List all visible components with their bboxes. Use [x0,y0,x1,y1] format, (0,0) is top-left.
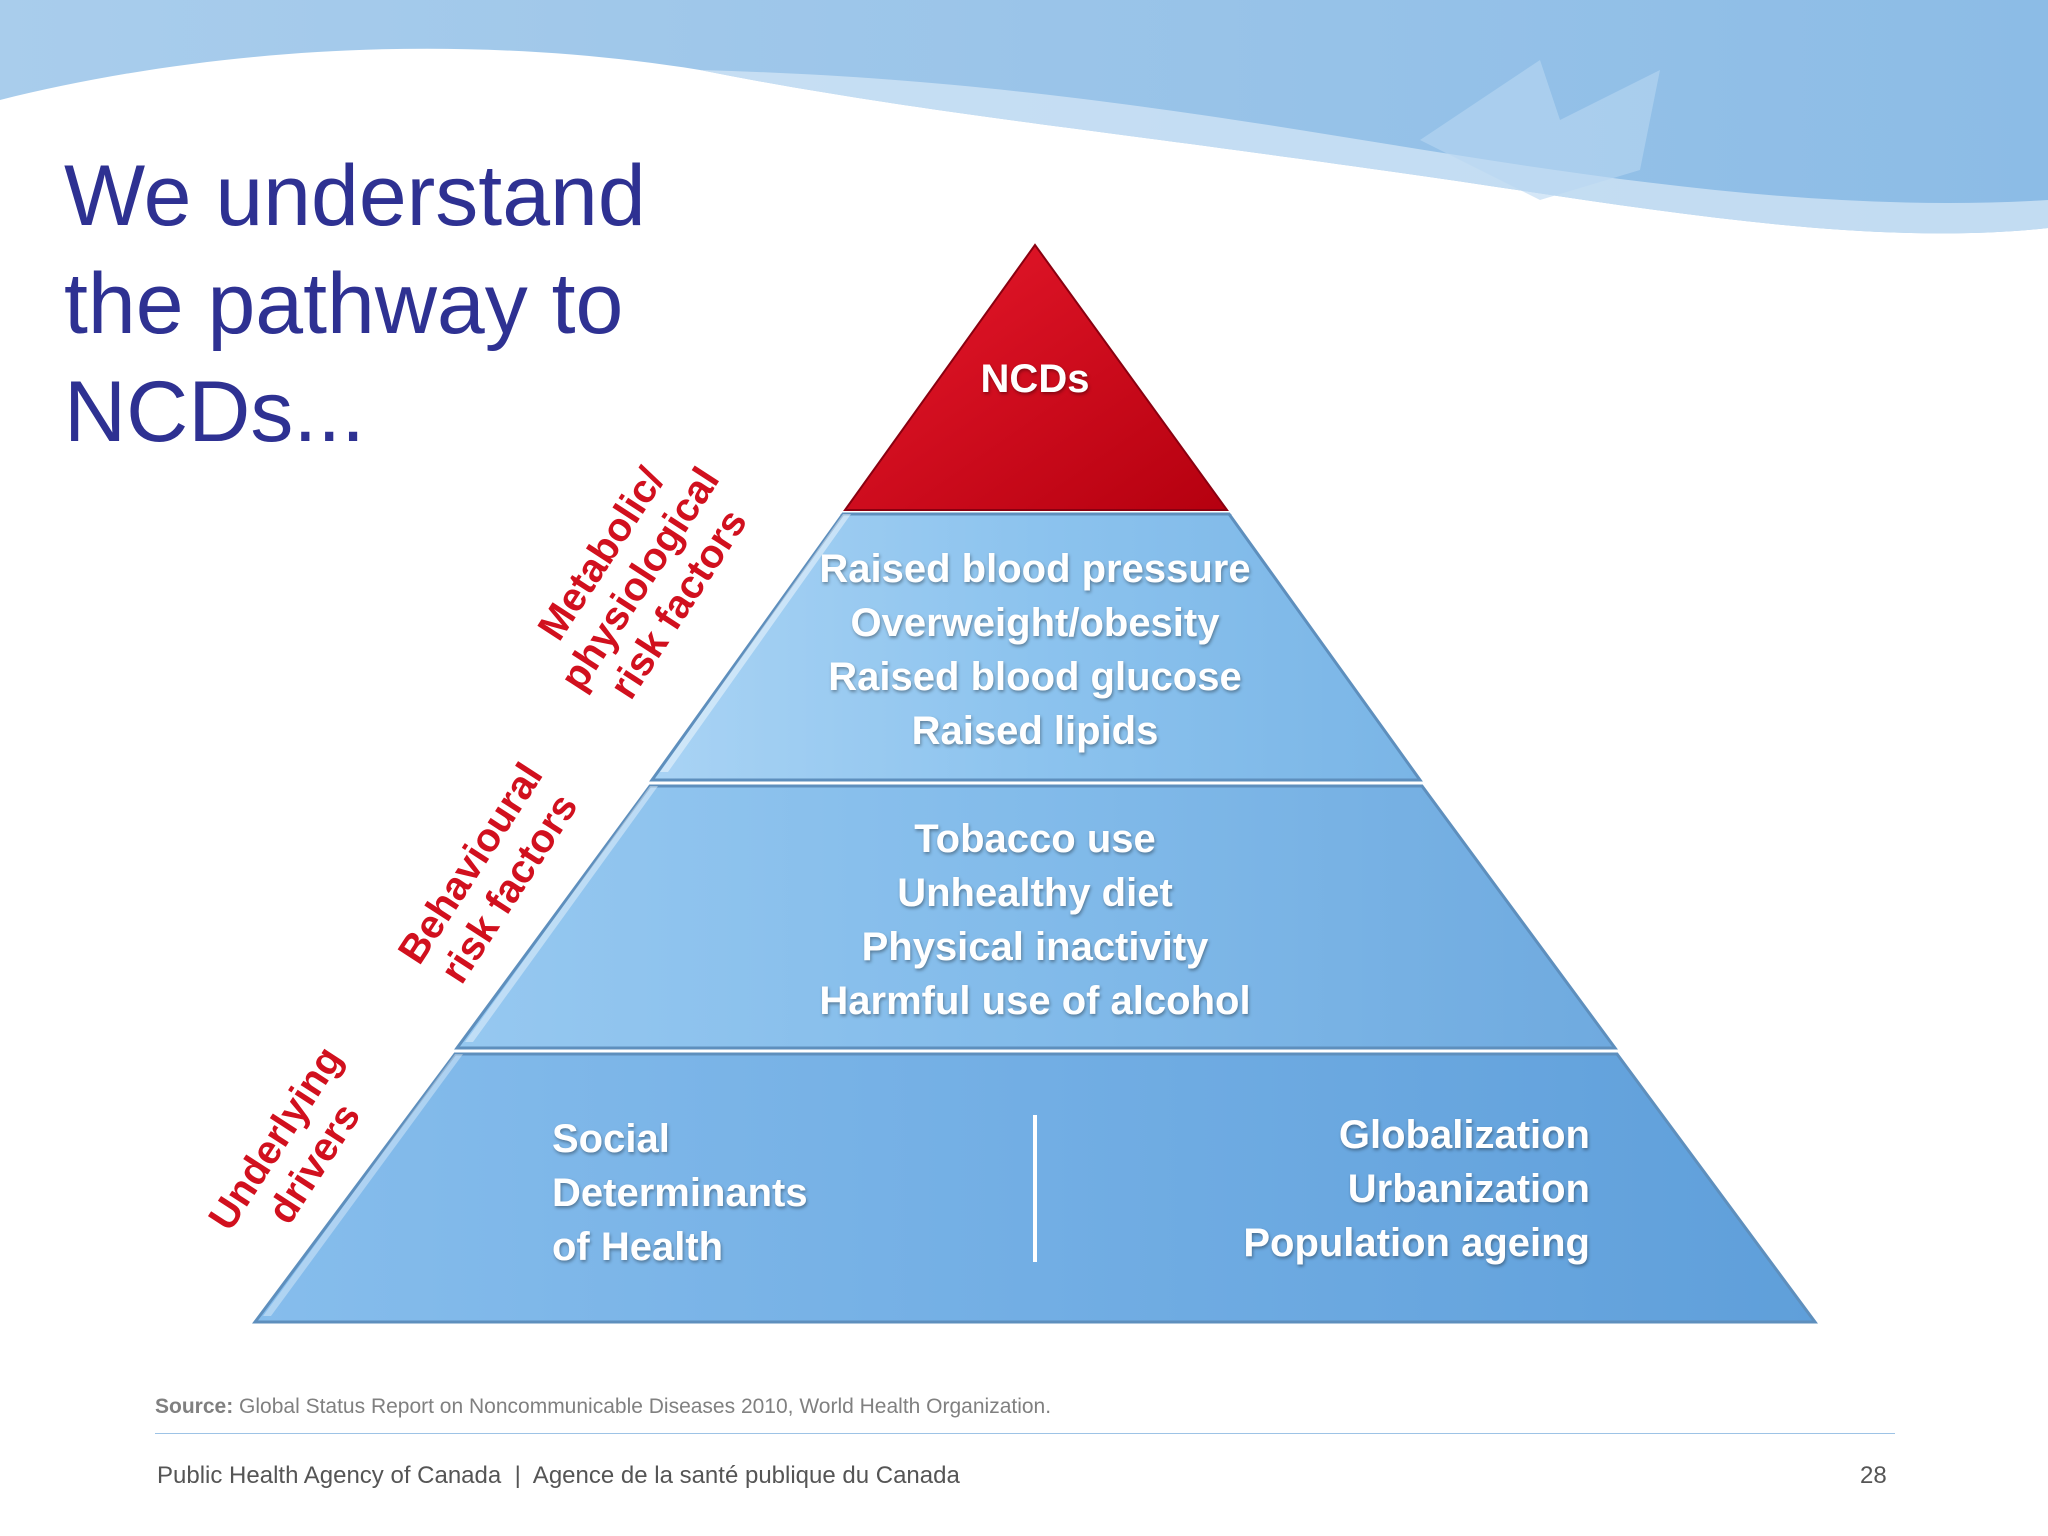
list-item: Tobacco use [914,817,1156,861]
title-line: the pathway to [64,256,624,352]
maple-leaf-watermark [1420,60,1660,200]
footer-divider [155,1433,1895,1434]
list-item: Determinants [552,1171,808,1215]
page-number: 28 [1860,1462,1887,1489]
source-label: Source: [155,1395,234,1418]
list-item: Urbanization [1347,1167,1590,1211]
metabolic-tier [649,512,1423,782]
apex-tier-ncds [843,243,1229,511]
list-item: Raised blood glucose [828,655,1242,699]
list-item: Population ageing [1243,1221,1590,1265]
footer-agency-name: Public Health Agency of Canada | Agence … [157,1462,960,1489]
metabolic-factor-list: Raised blood pressure Overweight/obesity… [770,542,1300,758]
title-line: We understand [64,148,646,244]
list-item: Raised lipids [911,709,1159,753]
behavioural-tier [454,784,1618,1050]
apex-text: NCDs [980,357,1090,401]
behavioural-factor-list: Tobacco use Unhealthy diet Physical inac… [770,812,1300,1028]
source-text: Global Status Report on Noncommunicable … [239,1395,1052,1418]
global-drivers-list: Globalization Urbanization Population ag… [1190,1108,1590,1270]
list-item: Globalization [1338,1113,1590,1157]
list-item: Social [552,1117,670,1161]
list-item: Harmful use of alcohol [819,979,1251,1023]
apex-label-ncds: NCDs [930,352,1140,406]
list-item: Raised blood pressure [819,547,1251,591]
slide-title: We understand the pathway to NCDs... [64,142,724,466]
list-item: Overweight/obesity [850,601,1220,645]
list-item: Physical inactivity [861,925,1209,969]
list-item: Unhealthy diet [897,871,1173,915]
source-citation: Source: Global Status Report on Noncommu… [155,1395,1855,1419]
list-item: of Health [552,1225,724,1269]
title-line: NCDs... [64,364,365,460]
social-determinants-list: Social Determinants of Health [552,1112,852,1274]
header-wave-banner [0,0,2048,234]
